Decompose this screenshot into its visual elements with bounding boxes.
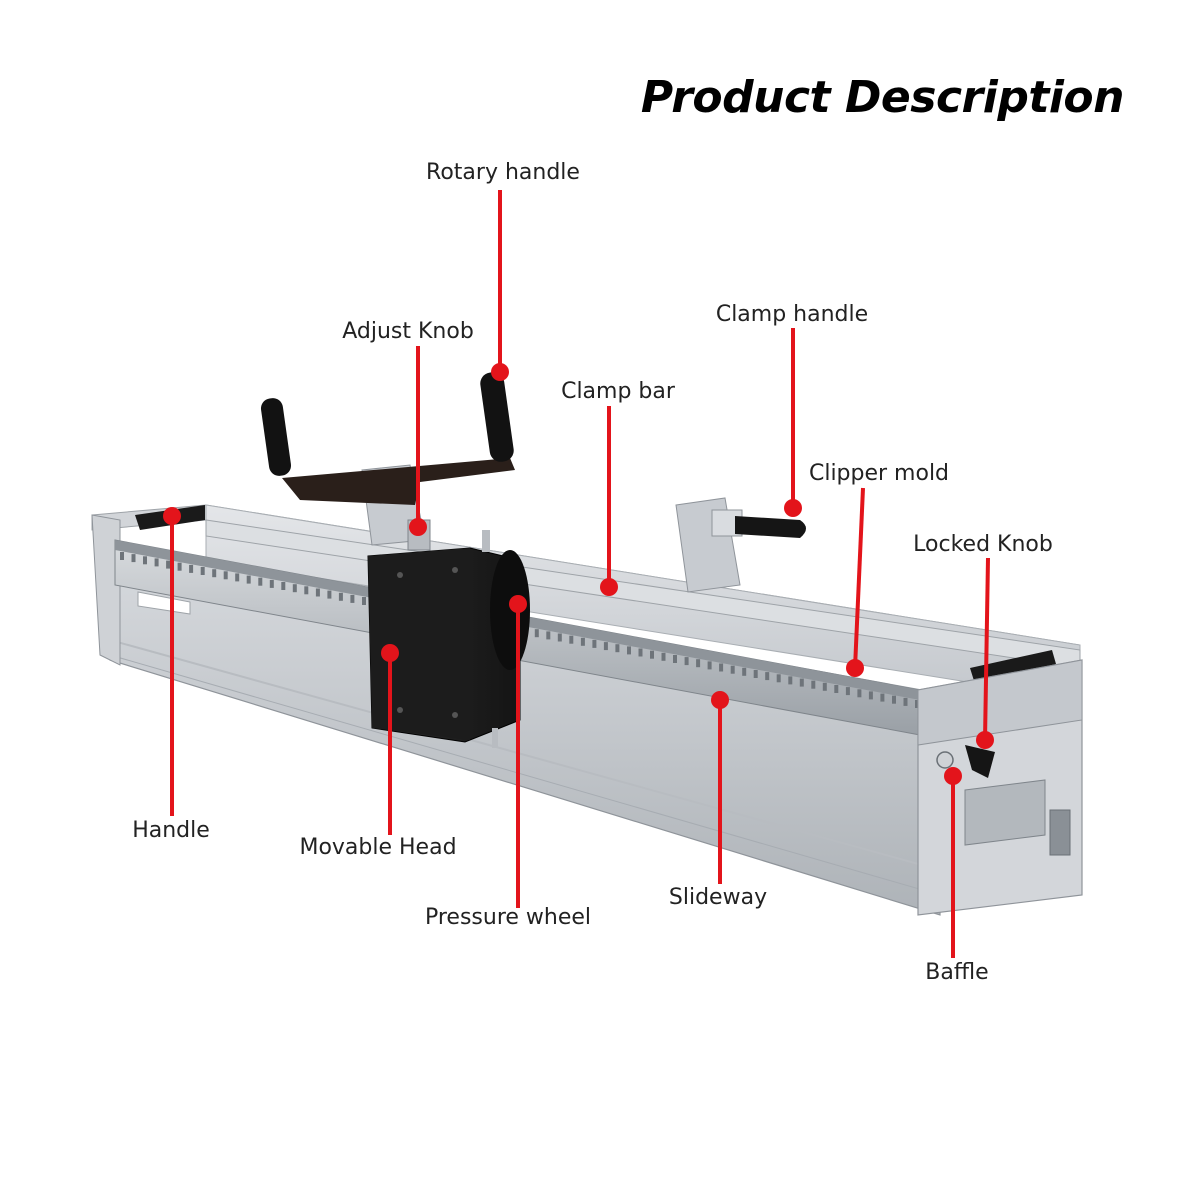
rotary-handle-marker-dot xyxy=(491,363,509,381)
clamp-handle-label: Clamp handle xyxy=(715,302,869,327)
clipper-mold-marker-dot xyxy=(846,659,864,677)
locked-knob-label: Locked Knob xyxy=(913,532,1053,557)
pressure-wheel-label: Pressure wheel xyxy=(424,905,592,930)
frame-right-end xyxy=(917,659,1083,916)
clipper-mold-leader-line xyxy=(853,487,865,669)
adjust-knob-label: Adjust Knob xyxy=(342,319,474,344)
handle-marker-dot xyxy=(163,507,181,525)
clamp-post xyxy=(675,497,806,593)
slideway-marker-dot xyxy=(711,691,729,709)
clipper-mold-label: Clipper mold xyxy=(808,461,950,486)
adjust-knob-marker-dot xyxy=(409,518,427,536)
rotary-handle-label: Rotary handle xyxy=(426,160,580,185)
baffle-marker-dot xyxy=(944,767,962,785)
clamp-bar-label: Clamp bar xyxy=(561,379,675,404)
movable-head-label: Movable Head xyxy=(299,835,457,860)
frame-left-end xyxy=(91,514,191,666)
pressure-wheel-marker-dot xyxy=(509,595,527,613)
movable-head-block xyxy=(367,530,530,748)
clamp-bar-marker-dot xyxy=(600,578,618,596)
baffle-label: Baffle xyxy=(925,960,989,985)
locked-knob-leader-line xyxy=(983,557,990,741)
clamp-handle-marker-dot xyxy=(784,499,802,517)
page-title: Product Description xyxy=(640,72,1125,123)
movable-head-marker-dot xyxy=(381,644,399,662)
handle-label: Handle xyxy=(132,818,210,843)
callout-leaders xyxy=(163,190,994,958)
slideway-label: Slideway xyxy=(668,885,768,910)
locked-knob-marker-dot xyxy=(976,731,994,749)
